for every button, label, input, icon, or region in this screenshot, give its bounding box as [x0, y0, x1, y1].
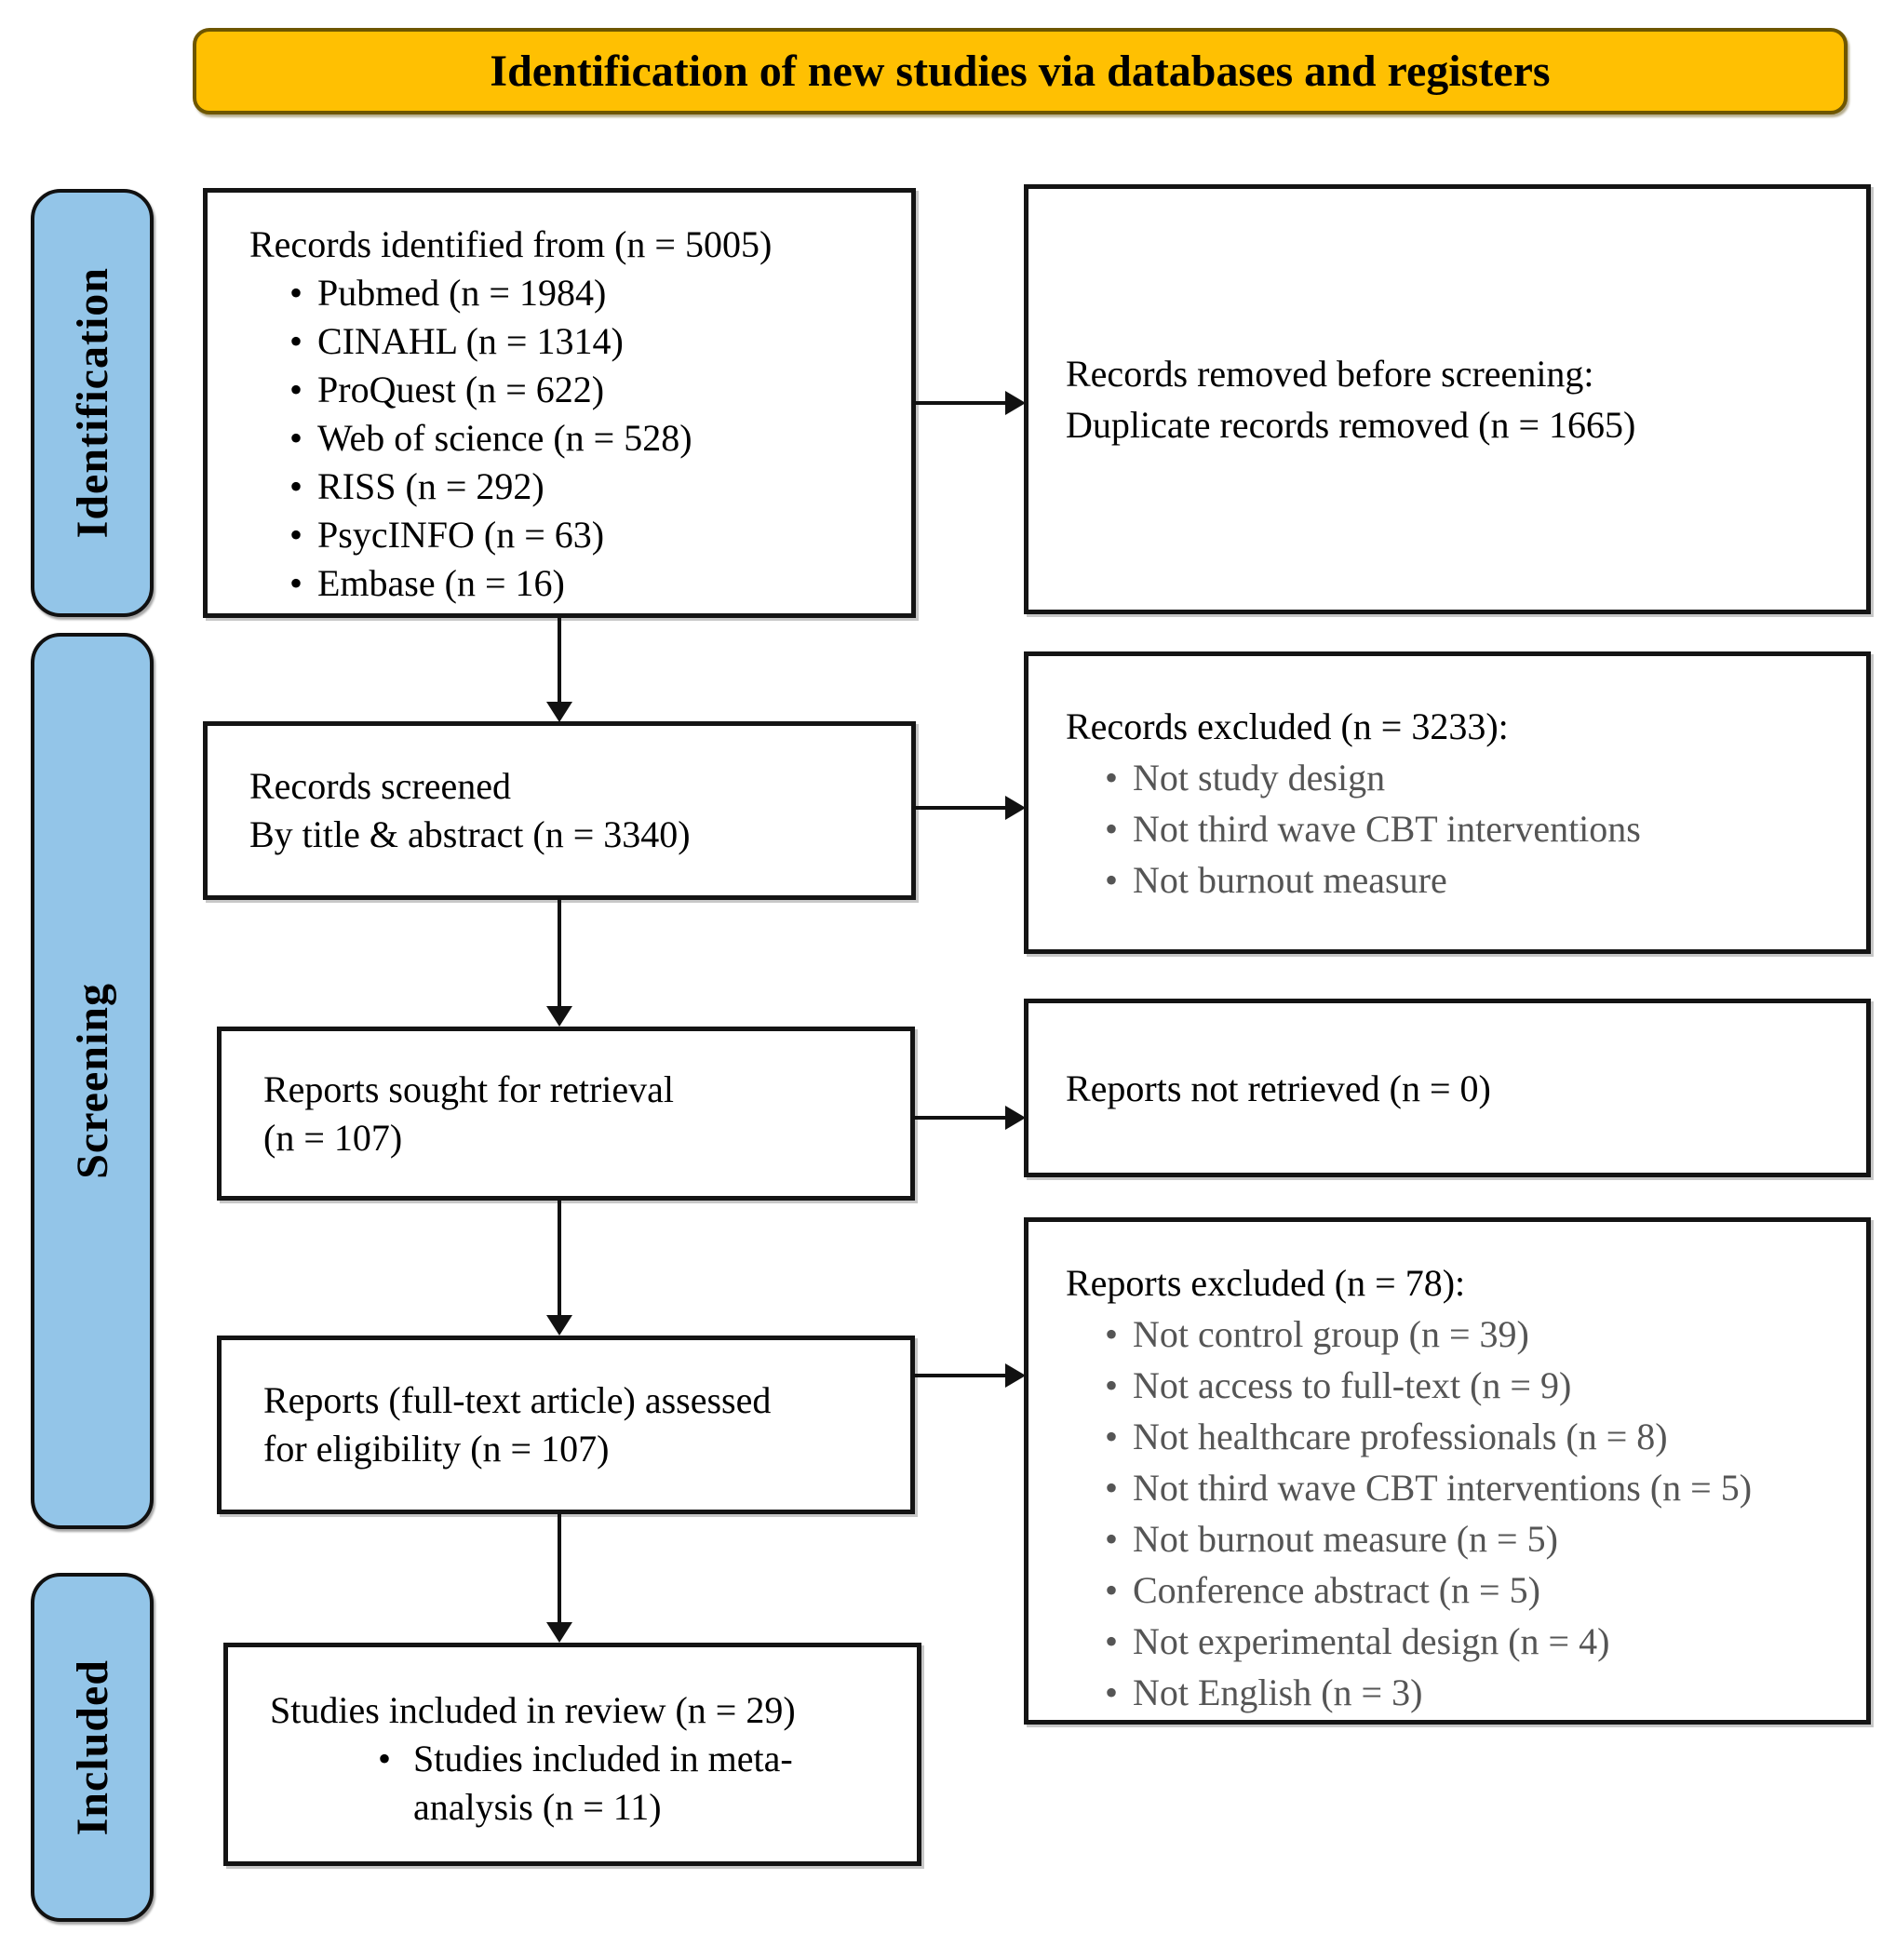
reports-sought-line2: (n = 107): [263, 1116, 403, 1159]
records-removed-line1: Records removed before screening:: [1066, 353, 1594, 395]
reports-excluded-title: Reports excluded (n = 78):: [1066, 1262, 1466, 1304]
list-item: Not experimental design (n = 4): [1099, 1616, 1857, 1667]
list-item: Pubmed (n = 1984): [284, 269, 897, 317]
studies-included-title: Studies included in review (n = 29): [270, 1689, 796, 1731]
list-item: Not burnout measure: [1099, 854, 1857, 906]
arrow-sought-to-assessed-line: [558, 1199, 561, 1316]
list-item: Studies included in meta-analysis (n = 1…: [372, 1735, 894, 1832]
title-banner: Identification of new studies via databa…: [193, 28, 1848, 114]
list-item: Not healthcare professionals (n = 8): [1099, 1411, 1857, 1462]
list-item: Not third wave CBT interventions (n = 5): [1099, 1462, 1857, 1513]
records-excluded-list: Not study design Not third wave CBT inte…: [1099, 752, 1857, 906]
records-identified-list: Pubmed (n = 1984) CINAHL (n = 1314) ProQ…: [284, 269, 897, 608]
arrow-sought-to-assessed-head: [546, 1315, 572, 1336]
arrow-identified-to-removed-head: [1005, 391, 1026, 415]
arrow-screened-to-sought-line: [558, 898, 561, 1008]
arrow-sought-to-notretrieved-head: [1005, 1106, 1026, 1130]
box-records-removed: Records removed before screening: Duplic…: [1024, 184, 1871, 614]
list-item: ProQuest (n = 622): [284, 366, 897, 414]
stage-screening: Screening: [31, 633, 154, 1529]
list-item: PsycINFO (n = 63): [284, 511, 897, 559]
list-item: CINAHL (n = 1314): [284, 317, 897, 366]
box-studies-included: Studies included in review (n = 29) Stud…: [223, 1643, 921, 1866]
box-reports-not-retrieved: Reports not retrieved (n = 0): [1024, 999, 1871, 1177]
records-excluded-title: Records excluded (n = 3233):: [1066, 705, 1509, 747]
records-identified-title: Records identified from (n = 5005): [249, 223, 773, 265]
records-screened-line1: Records screened: [249, 765, 511, 807]
box-reports-sought: Reports sought for retrieval (n = 107): [217, 1027, 915, 1201]
stage-included: Included: [31, 1573, 154, 1922]
list-item: Not third wave CBT interventions: [1099, 803, 1857, 854]
list-item: Not control group (n = 39): [1099, 1309, 1857, 1360]
stage-screening-label: Screening: [67, 983, 117, 1179]
reports-excluded-list: Not control group (n = 39) Not access to…: [1099, 1309, 1857, 1718]
list-item: Conference abstract (n = 5): [1099, 1564, 1857, 1616]
reports-assessed-line1: Reports (full-text article) assessed: [263, 1379, 772, 1421]
list-item: Not English (n = 3): [1099, 1667, 1857, 1718]
list-item: Web of science (n = 528): [284, 414, 897, 463]
arrow-identified-to-removed-line: [913, 401, 1006, 405]
diagram-title: Identification of new studies via databa…: [490, 47, 1551, 96]
list-item: RISS (n = 292): [284, 463, 897, 511]
list-item: Embase (n = 16): [284, 559, 897, 608]
arrow-identified-to-screened-head: [546, 702, 572, 722]
box-records-identified: Records identified from (n = 5005) Pubme…: [203, 188, 916, 618]
reports-sought-line1: Reports sought for retrieval: [263, 1067, 674, 1110]
reports-not-retrieved-line1: Reports not retrieved (n = 0): [1066, 1067, 1491, 1109]
stage-identification: Identification: [31, 189, 154, 617]
box-reports-excluded: Reports excluded (n = 78): Not control g…: [1024, 1217, 1871, 1725]
studies-included-list: Studies included in meta-analysis (n = 1…: [372, 1735, 894, 1832]
arrow-screened-to-sought-head: [546, 1006, 572, 1027]
stage-identification-label: Identification: [67, 267, 117, 539]
stage-included-label: Included: [67, 1658, 117, 1836]
arrow-assessed-to-excluded-line: [913, 1374, 1006, 1377]
list-item: Not access to full-text (n = 9): [1099, 1360, 1857, 1411]
records-removed-line2: Duplicate records removed (n = 1665): [1066, 404, 1636, 446]
arrow-identified-to-screened-line: [558, 618, 561, 704]
arrow-assessed-to-included-head: [546, 1622, 572, 1643]
records-screened-line2: By title & abstract (n = 3340): [249, 813, 691, 855]
arrow-screened-to-excluded-head: [1005, 796, 1026, 820]
arrow-assessed-to-excluded-head: [1005, 1363, 1026, 1388]
box-records-screened: Records screened By title & abstract (n …: [203, 721, 916, 900]
list-item: Not study design: [1099, 752, 1857, 803]
reports-assessed-line2: for eligibility (n = 107): [263, 1428, 610, 1470]
arrow-sought-to-notretrieved-line: [913, 1116, 1006, 1120]
box-reports-assessed: Reports (full-text article) assessed for…: [217, 1336, 915, 1514]
list-item: Not burnout measure (n = 5): [1099, 1513, 1857, 1564]
arrow-screened-to-excluded-line: [913, 806, 1006, 810]
box-records-excluded: Records excluded (n = 3233): Not study d…: [1024, 651, 1871, 954]
arrow-assessed-to-included-line: [558, 1512, 561, 1623]
